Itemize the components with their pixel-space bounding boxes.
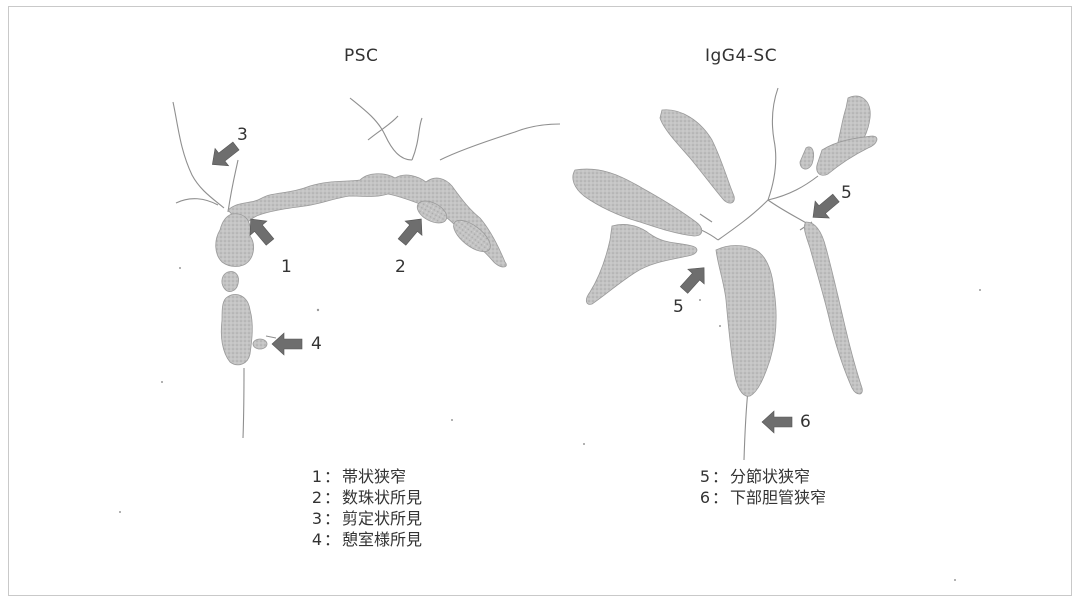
legend-item-6: 6：下部胆管狭窄 <box>699 488 827 507</box>
scan-specks <box>119 267 981 581</box>
legend-item-2: 2：数珠状所見 <box>311 488 423 507</box>
legend-item-1: 1：帯状狭窄 <box>311 467 407 486</box>
arrow-4-icon <box>271 332 303 356</box>
callout-6: 6 <box>800 412 811 432</box>
figure-frame <box>8 6 1072 596</box>
callout-1: 1 <box>281 257 292 277</box>
arrow-3-icon <box>212 141 240 167</box>
igg4sc-legend: 5：分節状狭窄 6：下部胆管狭窄 <box>698 466 826 508</box>
igg4sc-title: IgG4-SC <box>705 46 778 66</box>
callout-2: 2 <box>395 257 406 277</box>
arrow-5a-icon <box>812 193 840 219</box>
arrow-6-icon <box>761 410 793 434</box>
callout-5-upper: 5 <box>841 183 852 203</box>
psc-title: PSC <box>344 46 379 66</box>
arrow-1-icon <box>249 218 275 246</box>
callout-4: 4 <box>311 334 322 354</box>
callout-5-lower: 5 <box>673 297 684 317</box>
igg4sc-duct-tree <box>572 87 878 461</box>
legend-item-4: 4：憩室様所見 <box>311 530 423 549</box>
arrow-2-icon <box>397 218 423 246</box>
psc-legend: 1：帯状狭窄 2：数珠状所見 3：剪定状所見 4：憩室様所見 <box>310 466 422 550</box>
callout-3: 3 <box>237 125 248 145</box>
legend-item-3: 3：剪定状所見 <box>311 509 423 528</box>
legend-item-5: 5：分節状狭窄 <box>699 467 811 486</box>
psc-duct-tree <box>172 97 561 439</box>
arrow-5b-icon <box>679 267 705 294</box>
